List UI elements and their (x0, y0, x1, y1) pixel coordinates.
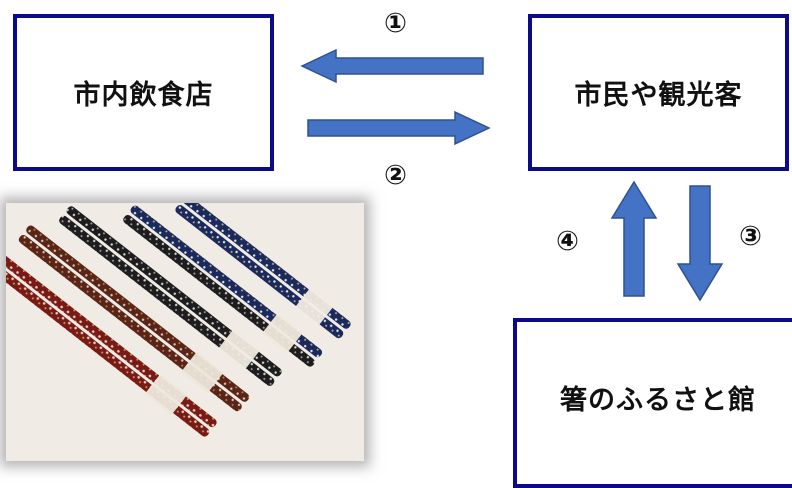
restaurants-label: 市内飲食店 (73, 80, 214, 111)
restaurants-box: 市内飲食店 (13, 14, 274, 171)
arrow-right-icon (307, 110, 491, 146)
museum-label: 箸のふるさと館 (560, 384, 756, 416)
step-4-label: ④ (556, 226, 579, 257)
chopsticks-photo (6, 203, 364, 461)
step-3-label: ③ (739, 221, 762, 252)
citizens-box: 市民や観光客 (528, 14, 789, 171)
step-2-label: ② (384, 160, 407, 191)
museum-box: 箸のふるさと館 (513, 318, 792, 488)
arrow-left-icon (300, 48, 484, 84)
arrow-up-icon (610, 180, 658, 297)
citizens-label: 市民や観光客 (574, 80, 743, 111)
chopsticks-image (6, 203, 364, 461)
arrow-down-icon (676, 185, 724, 302)
step-1-label: ① (384, 8, 407, 39)
